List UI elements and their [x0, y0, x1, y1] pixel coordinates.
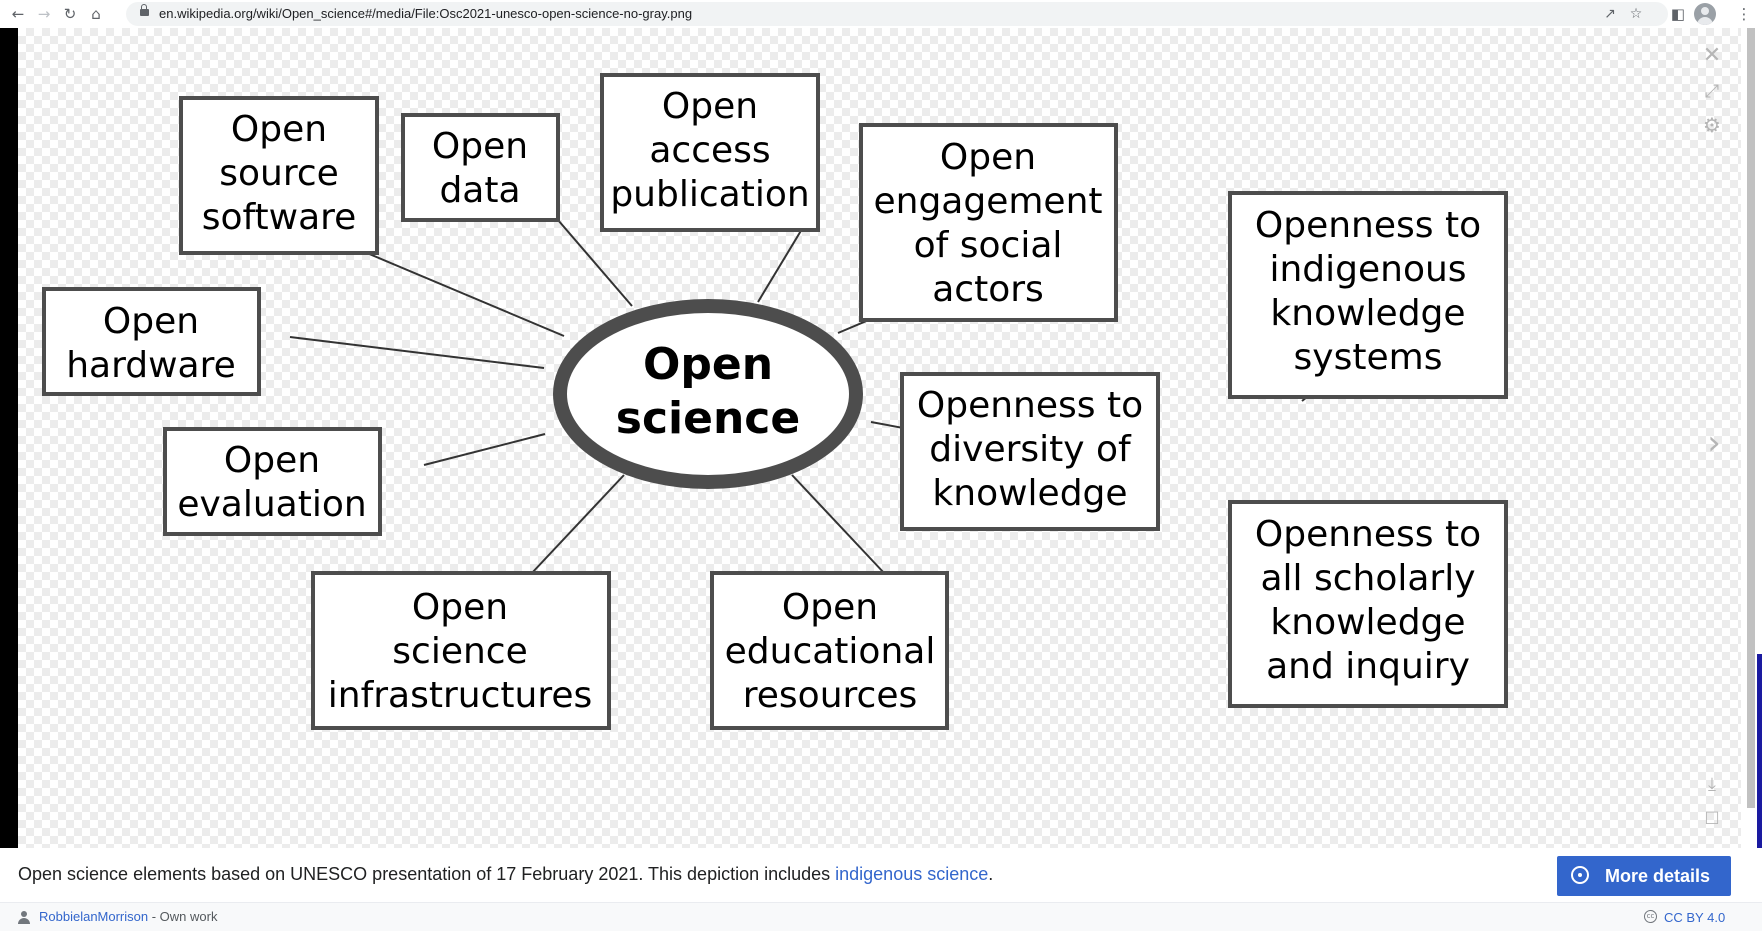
profile-icon[interactable] [1694, 3, 1716, 25]
reload-icon[interactable]: ↻ [63, 5, 77, 23]
caption-bar: Open science elements based on UNESCO pr… [0, 848, 1762, 902]
metadata-bar: RobbielanMorrison - Own work cc CC BY 4.… [0, 902, 1762, 931]
center-node: Open science [553, 299, 863, 489]
more-details-button[interactable]: More details [1557, 856, 1731, 896]
fullscreen-icon[interactable]: ⤢ [1704, 81, 1720, 102]
box-line: source [219, 153, 339, 194]
box-line: access [649, 130, 770, 171]
image-caption: Open science elements based on UNESCO pr… [18, 864, 993, 885]
box-line: software [202, 197, 357, 238]
connector-access [757, 228, 803, 303]
box-line: science [392, 631, 527, 672]
back-icon[interactable]: ← [11, 5, 25, 23]
box-openness-diversity: Openness to diversity of knowledge [900, 372, 1160, 531]
next-image-icon[interactable]: › [1707, 423, 1721, 463]
box-open-educational-resources: Open educational resources [710, 571, 949, 730]
box-line: Open [940, 137, 1036, 178]
box-line: Open [782, 587, 878, 628]
home-icon[interactable]: ⌂ [91, 5, 101, 23]
star-icon[interactable]: ☆ [1629, 6, 1643, 22]
menu-icon[interactable]: ⋮ [1736, 5, 1752, 23]
box-line: and inquiry [1266, 646, 1470, 687]
box-line: indigenous [1269, 249, 1466, 290]
indigenous-science-link[interactable]: indigenous science [835, 864, 989, 884]
connector-hardware [289, 336, 545, 369]
box-line: Open [224, 440, 320, 481]
connector-oer [791, 474, 886, 575]
gear-icon[interactable]: ⚙ [1703, 113, 1721, 137]
box-line: evaluation [177, 484, 366, 525]
box-line: knowledge [1270, 602, 1465, 643]
box-line: Openness to [1255, 205, 1481, 246]
box-open-access-publication: Open access publication [600, 73, 820, 232]
author-suffix: - Own work [148, 909, 218, 924]
box-line: Open [103, 301, 199, 342]
box-open-evaluation: Open evaluation [163, 427, 382, 536]
sidebar-icon[interactable]: ◧ [1670, 5, 1686, 23]
box-openness-scholarly: Openness to all scholarly knowledge and … [1228, 500, 1508, 708]
scrollbar[interactable] [1747, 28, 1755, 808]
box-open-source-software: Open source software [179, 96, 379, 255]
box-line: educational [725, 631, 936, 672]
box-line: resources [743, 675, 917, 716]
author-link[interactable]: RobbielanMorrison [39, 909, 149, 924]
box-line: systems [1294, 337, 1443, 378]
box-line: knowledge [1270, 293, 1465, 334]
box-line: engagement [873, 181, 1102, 222]
box-line: Open [412, 587, 508, 628]
box-line: data [439, 170, 520, 211]
open-science-diagram: Open source software Open data Open acce… [42, 73, 1508, 730]
share-icon[interactable]: ↗ [1604, 6, 1616, 22]
box-open-hardware: Open hardware [42, 287, 261, 396]
more-details-label: More details [1605, 866, 1711, 886]
box-open-science-infrastructures: Open science infrastructures [311, 571, 611, 730]
author-credit: RobbielanMorrison - Own work [39, 909, 217, 924]
caption-end: . [988, 864, 994, 884]
browser-toolbar: ← → ↻ ⌂ en.wikipedia.org/wiki/Open_scien… [0, 0, 1762, 29]
center-label: science [616, 393, 800, 444]
box-openness-indigenous: Openness to indigenous knowledge systems [1228, 191, 1508, 399]
box-line: Open [432, 126, 528, 167]
caption-text: Open science elements based on UNESCO pr… [18, 864, 836, 884]
share-image-icon[interactable]: □ [1704, 807, 1720, 826]
cc-icon: cc [1644, 910, 1657, 923]
license-link[interactable]: CC BY 4.0 [1664, 910, 1726, 925]
info-icon [1571, 866, 1589, 884]
lock-icon[interactable] [140, 4, 149, 16]
connector-evaluation [423, 433, 546, 466]
address-bar[interactable]: en.wikipedia.org/wiki/Open_science#/medi… [126, 2, 1668, 26]
box-line: all scholarly [1260, 558, 1475, 599]
box-line: publication [610, 174, 809, 215]
box-line: diversity of [929, 429, 1132, 470]
box-line: Openness to [917, 385, 1143, 426]
connector-oss [366, 252, 565, 337]
box-open-data: Open data [401, 113, 560, 222]
box-line: Open [662, 86, 758, 127]
user-icon [18, 911, 30, 924]
download-icon[interactable]: ⤓ [1708, 774, 1716, 795]
connector-data [557, 219, 633, 307]
box-line: Openness to [1255, 514, 1481, 555]
url-text[interactable]: en.wikipedia.org/wiki/Open_science#/medi… [159, 6, 693, 21]
connector-infra [530, 474, 625, 575]
box-line: hardware [66, 345, 236, 386]
box-line: knowledge [932, 473, 1127, 514]
box-line: actors [932, 269, 1044, 310]
close-icon[interactable]: ✕ [1702, 43, 1722, 68]
box-line: of social [914, 225, 1063, 266]
box-line: Open [231, 109, 327, 150]
box-open-engagement: Open engagement of social actors [859, 123, 1118, 322]
page-edge-strip [1757, 654, 1762, 848]
box-line: infrastructures [328, 675, 592, 716]
forward-icon[interactable]: → [37, 5, 51, 23]
center-label: Open [643, 339, 773, 390]
